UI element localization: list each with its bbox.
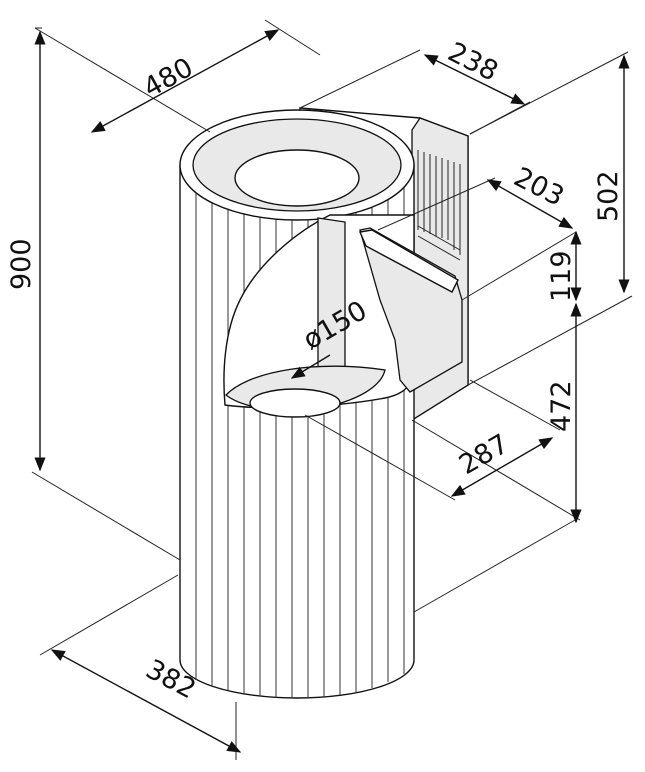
dim-238: 238 [443, 37, 503, 88]
dim-472: 472 [546, 380, 577, 432]
top-opening [234, 149, 360, 207]
dimension-lines [31, 19, 633, 760]
dim-900: 900 [6, 238, 37, 290]
hood-body [179, 107, 469, 699]
inner-outlet [249, 388, 341, 418]
vent-grille [417, 150, 461, 261]
dim-480: 480 [138, 52, 198, 104]
dim-287: 287 [454, 428, 514, 481]
dim-119: 119 [546, 250, 577, 302]
dim-502: 502 [593, 170, 624, 222]
dim-203: 203 [509, 162, 569, 213]
